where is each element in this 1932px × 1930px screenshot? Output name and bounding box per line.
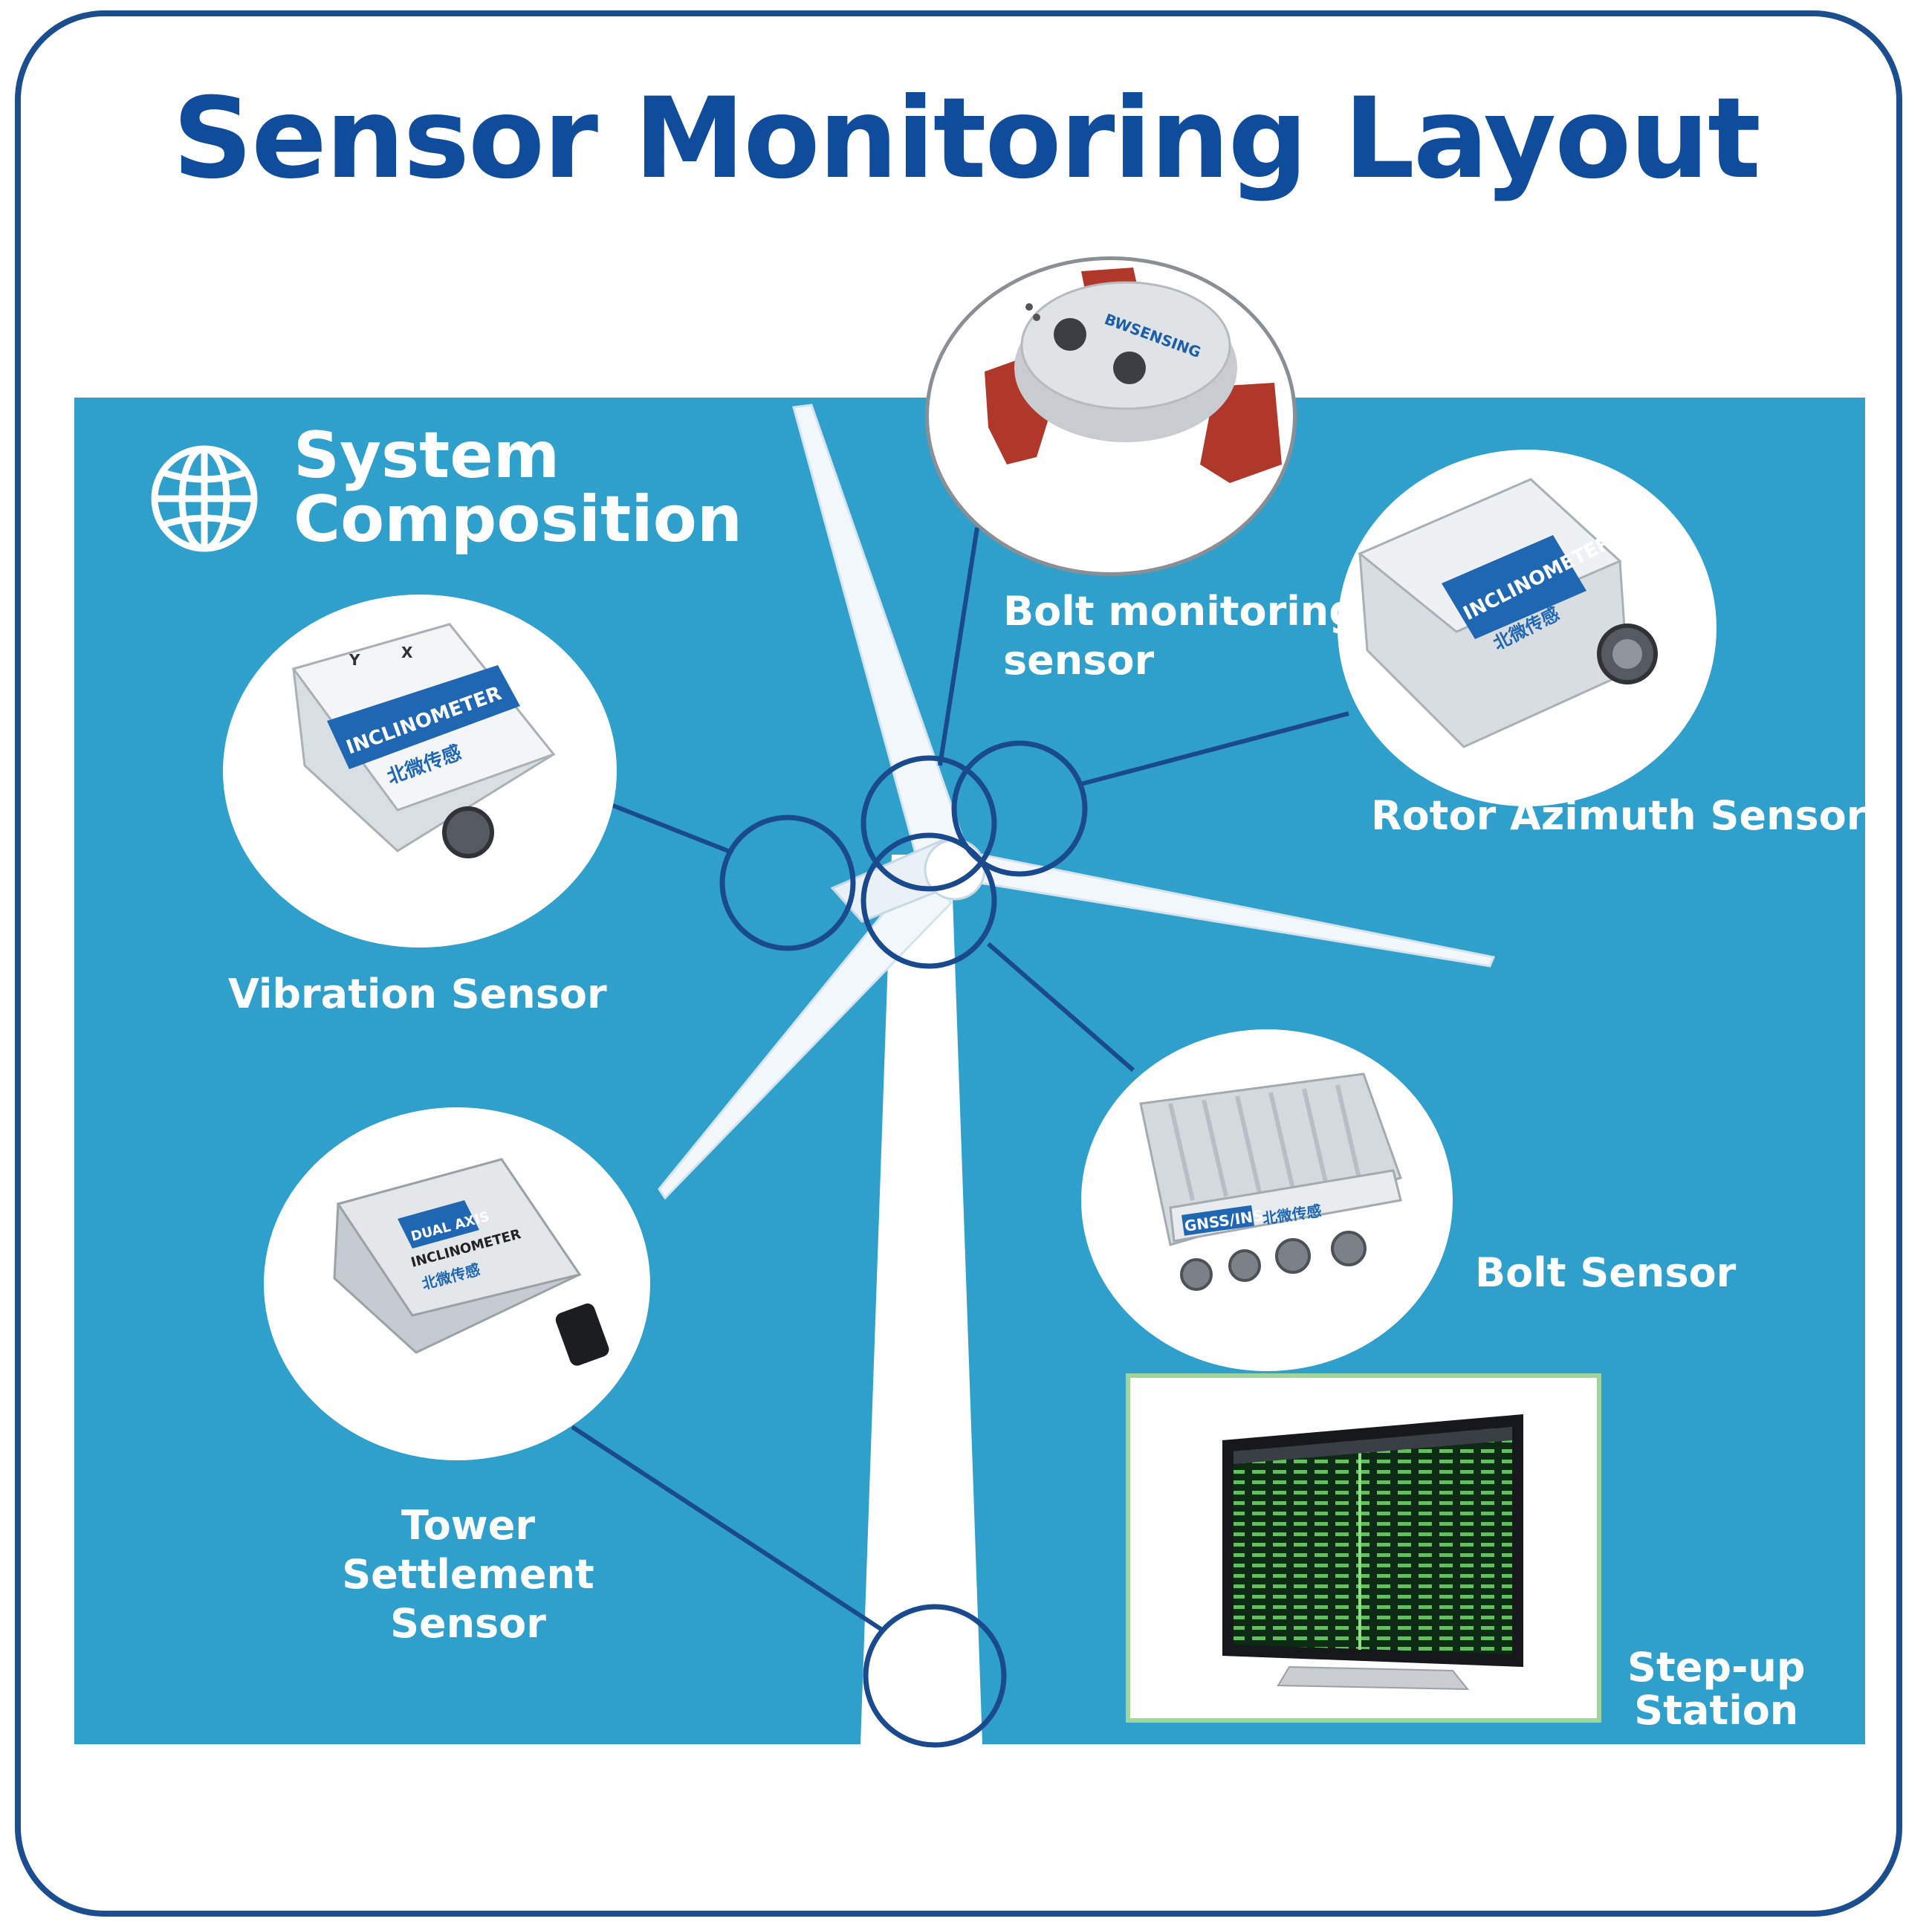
hub-circle-left-top bbox=[860, 755, 997, 892]
connector-tower-settlement bbox=[571, 1425, 886, 1633]
label-tower-settlement-line-1: Tower Settlement bbox=[342, 1502, 594, 1598]
turbine-blade-right bbox=[941, 845, 1496, 968]
vibration-axis-x: X bbox=[401, 644, 413, 661]
label-bolt-monitoring: Bolt monitoring sensor bbox=[1003, 587, 1358, 685]
label-bolt: Bolt Sensor bbox=[1475, 1249, 1737, 1296]
bolt-monitoring-device: BWSENSING bbox=[985, 268, 1282, 483]
label-vibration: Vibration Sensor bbox=[228, 971, 607, 1017]
label-rotor-azimuth: Rotor Azimuth Sensor bbox=[1371, 792, 1867, 839]
section-title: System Composition bbox=[294, 424, 742, 551]
connector-bolt-monitoring bbox=[938, 527, 979, 766]
label-step-up-line-1: Step-up bbox=[1627, 1644, 1806, 1691]
label-tower-settlement-line-2: Sensor bbox=[390, 1600, 546, 1647]
tower-settlement-device: DUAL AXIS INCLINOMETER 北微传感 bbox=[333, 1158, 609, 1366]
label-step-up: Step-up Station bbox=[1627, 1646, 1806, 1732]
globe-icon bbox=[151, 445, 258, 552]
label-tower-settlement: Tower Settlement Sensor bbox=[282, 1501, 654, 1648]
turbine-tower bbox=[860, 855, 982, 1744]
vibration-axis-y: Y bbox=[349, 651, 360, 669]
label-bolt-monitoring-line-1: Bolt monitoring bbox=[1003, 588, 1358, 635]
section-title-line-1: System bbox=[294, 418, 560, 493]
label-bolt-monitoring-line-2: sensor bbox=[1003, 637, 1155, 684]
section-title-line-2: Composition bbox=[294, 482, 743, 557]
connector-vibration bbox=[608, 802, 730, 853]
label-step-up-line-2: Station bbox=[1634, 1687, 1799, 1734]
hub-circle-right-top bbox=[951, 740, 1088, 877]
rotor-azimuth-device: INCLINOMETER 北微传感 bbox=[1358, 478, 1658, 748]
connector-bolt bbox=[987, 942, 1135, 1072]
step-up-monitor bbox=[1222, 1414, 1523, 1691]
page-title: Sensor Monitoring Layout bbox=[172, 74, 1761, 204]
hub-circle-vibration bbox=[719, 815, 856, 951]
connector-rotor-azimuth bbox=[1080, 711, 1349, 786]
tower-base-circle bbox=[863, 1604, 1007, 1748]
hub-circle-lower bbox=[860, 832, 997, 969]
bolt-device: GNSS/INS 北微传感 bbox=[1139, 1072, 1402, 1291]
vibration-device: INCLINOMETER 北微传感 Y X bbox=[291, 623, 556, 858]
